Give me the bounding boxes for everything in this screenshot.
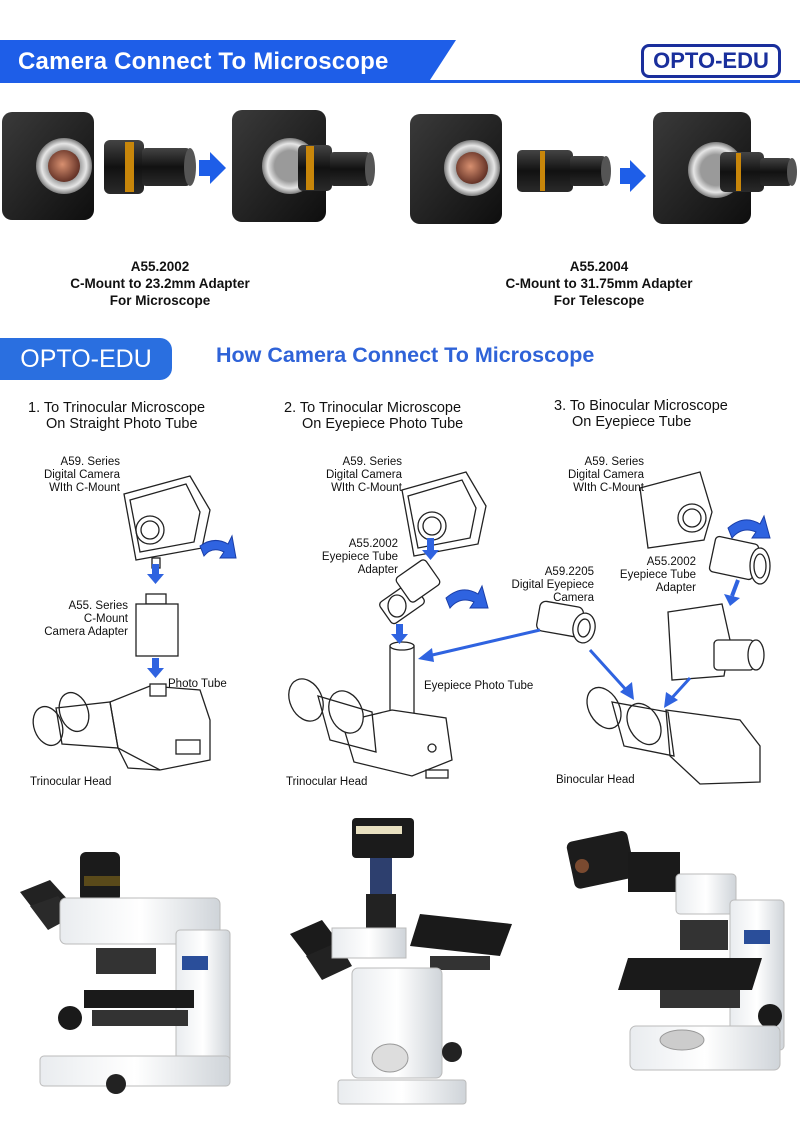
camera-label-3-line-3: WIth C-Mount	[573, 482, 644, 494]
camera-label-3-line-1: A59. Series	[584, 456, 644, 468]
adapter-desc-1: C-Mount to 23.2mm Adapter	[70, 276, 250, 291]
eyepiece-camera-label-line-3: Camera	[553, 592, 594, 604]
adapter-use-2: For Telescope	[553, 293, 645, 308]
camera-lineart-2	[401, 471, 487, 557]
step-2-title: 2. To Trinocular Microscope On Eyepiece …	[284, 400, 463, 432]
brand-logo: OPTO-EDU	[641, 44, 781, 78]
trinocular-head-lineart-1	[32, 683, 211, 771]
step-2-title-line-2: On Eyepiece Photo Tube	[302, 416, 464, 432]
diagram-3	[586, 471, 771, 785]
head-label-1: Trinocular Head	[30, 776, 112, 788]
adapter-label-2: A55.2002 Eyepiece Tube Adapter	[290, 538, 398, 577]
camera-product-2	[410, 114, 502, 224]
section-title: How Camera Connect To Microscope	[216, 343, 595, 367]
step-3-title: 3. To Binocular Microscope On Eyepiece T…	[554, 398, 728, 430]
adapter-lineart-1	[135, 593, 179, 657]
adapter-label-1: A55. Series C-Mount Camera Adapter	[26, 600, 128, 639]
curved-arrow-icon-2	[445, 584, 489, 609]
camera-label-2-line-2: Digital Camera	[325, 469, 402, 481]
camera-label-2-line-3: WIth C-Mount	[331, 482, 402, 494]
adapter-label-3-line-3: Adapter	[655, 582, 696, 594]
binocular-head-lineart	[586, 686, 761, 785]
header-banner: Camera Connect To Microscope	[0, 40, 800, 86]
step-3-title-line-2: On Eyepiece Tube	[572, 414, 692, 430]
microscope-photo-2	[290, 818, 512, 1105]
arrow-down-icon-2	[391, 538, 439, 644]
camera-label-3: A59. Series Digital Camera WIth C-Mount	[540, 456, 644, 495]
adapter-model-2: A55.2004	[569, 259, 629, 274]
step-1-title-line-2: On Straight Photo Tube	[46, 416, 198, 432]
adapter-label-1-line-1: A55. Series	[68, 600, 128, 612]
eyepiece-adapter-lineart-3	[708, 535, 771, 585]
curved-arrow-icon-1	[199, 534, 237, 559]
page-title: Camera Connect To Microscope	[18, 48, 389, 75]
adapter-product-1	[104, 140, 196, 194]
camera-with-adapter-1	[232, 110, 375, 222]
diagram-2	[288, 471, 487, 779]
camera-label-3-line-2: Digital Camera	[567, 469, 644, 481]
photo-tube-label: Photo Tube	[168, 678, 227, 690]
adapter-label-2-line-1: A55.2002	[348, 538, 398, 550]
adapter-use-1: For Microscope	[109, 293, 211, 308]
brand-badge: OPTO-EDU	[0, 338, 172, 380]
step-1-title-line-1: 1. To Trinocular Microscope	[28, 400, 206, 416]
adapter-desc-2: C-Mount to 31.75mm Adapter	[505, 276, 693, 291]
microscope-photo-3	[566, 830, 785, 1071]
step-2-title-line-1: 2. To Trinocular Microscope	[284, 400, 462, 416]
step-3-title-line-1: 3. To Binocular Microscope	[554, 398, 728, 414]
curved-arrow-icon-3	[727, 514, 771, 539]
eyepiece-camera-label-line-2: Digital Eyepiece	[511, 579, 594, 591]
header-bar: Camera Connect To Microscope	[0, 40, 456, 80]
adapter-label-1-line-3: Camera Adapter	[44, 626, 128, 638]
arrow-down-icon-3	[664, 579, 740, 708]
camera-label-1: A59. Series Digital Camera WIth C-Mount	[20, 456, 120, 495]
step-1-title: 1. To Trinocular Microscope On Straight …	[28, 400, 205, 432]
header-underline	[0, 80, 800, 83]
adapter-caption-1: A55.2002 C-Mount to 23.2mm Adapter For M…	[10, 258, 310, 309]
camera-label-2: A59. Series Digital Camera WIth C-Mount	[296, 456, 402, 495]
camera-label-2-line-1: A59. Series	[342, 456, 402, 468]
eyepiece-camera-lineart	[536, 600, 596, 644]
camera-label-1-line-3: WIth C-Mount	[49, 482, 120, 494]
arrow-right-icon-2	[620, 160, 646, 192]
adapter-label-3: A55.2002 Eyepiece Tube Adapter	[594, 556, 696, 595]
camera-label-1-line-2: Digital Camera	[43, 469, 120, 481]
camera-lineart-1	[123, 475, 211, 569]
adapter-caption-2: A55.2004 C-Mount to 31.75mm Adapter For …	[449, 258, 749, 309]
adapter-model-1: A55.2002	[130, 259, 190, 274]
camera-label-1-line-1: A59. Series	[60, 456, 120, 468]
camera-with-adapter-2	[653, 112, 797, 224]
trinocular-head-lineart-2	[288, 641, 453, 779]
adapter-product-2	[517, 150, 611, 192]
eyepiece-camera-label-line-1: A59.2205	[544, 566, 594, 578]
head-label-2: Trinocular Head	[286, 776, 368, 788]
adapter-label-3-line-1: A55.2002	[646, 556, 696, 568]
adapter-label-3-line-2: Eyepiece Tube	[619, 569, 696, 581]
eyepiece-adapter-lineart-2	[379, 559, 441, 625]
adapter-label-1-line-2: C-Mount	[83, 613, 128, 625]
arrow-right-icon	[199, 152, 226, 184]
adapter-label-2-line-3: Adapter	[357, 564, 398, 576]
adapter-label-2-line-2: Eyepiece Tube	[321, 551, 398, 563]
camera-lineart-3	[639, 471, 713, 549]
eyepiece-photo-tube-label: Eyepiece Photo Tube	[424, 680, 534, 692]
eyepiece-camera-label: A59.2205 Digital Eyepiece Camera	[490, 566, 594, 605]
camera-on-eyepiece-lineart-3	[667, 603, 765, 681]
head-label-3: Binocular Head	[556, 774, 635, 786]
diagram-1	[32, 475, 211, 771]
camera-product-1	[2, 112, 94, 220]
microscope-photo-1	[20, 852, 231, 1094]
arrow-down-icon-1	[147, 564, 164, 678]
long-arrow-icon	[418, 628, 634, 700]
